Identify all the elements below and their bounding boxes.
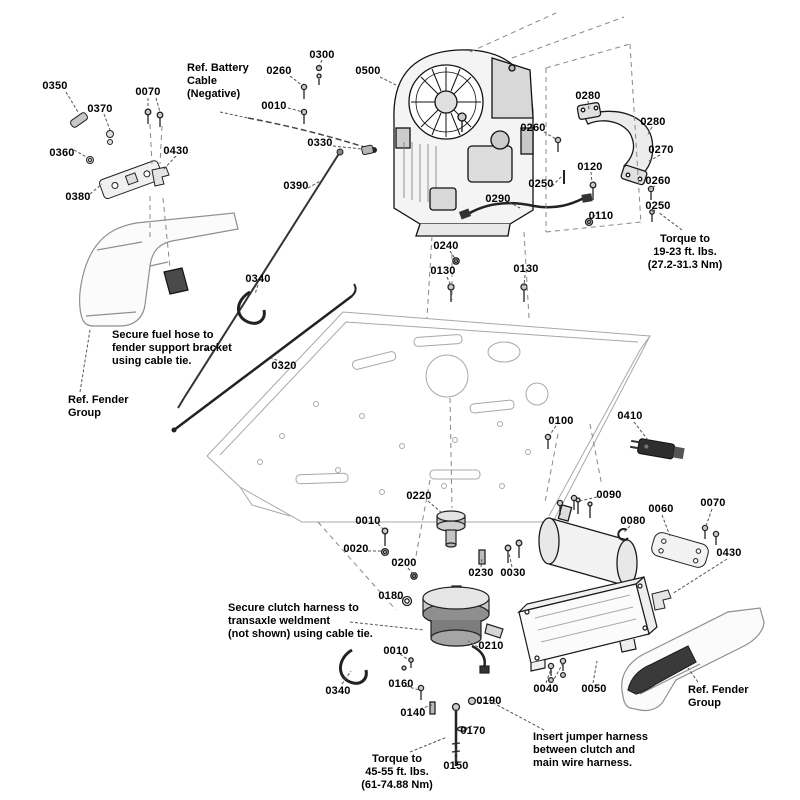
fender-right xyxy=(621,607,765,712)
frame-weldment xyxy=(206,311,651,523)
washers-0370 xyxy=(106,130,114,145)
cable-tie-upper xyxy=(237,290,266,325)
washer-0360 xyxy=(86,156,94,164)
battery-cable xyxy=(247,117,377,153)
pulley xyxy=(436,510,466,548)
ignition-module xyxy=(629,438,685,460)
exhaust-pipe xyxy=(576,102,654,186)
hardware xyxy=(144,64,720,766)
cable-tie-lower xyxy=(339,648,368,685)
jumper-harness xyxy=(458,193,593,220)
muffler-guard xyxy=(517,575,658,672)
fender-left xyxy=(79,212,239,327)
fender-bracket-right xyxy=(651,589,672,611)
support-rod xyxy=(171,283,357,433)
spacer-0350 xyxy=(70,112,88,128)
fuel-fitting xyxy=(361,144,374,156)
leader-lines xyxy=(65,59,728,760)
construction-lines xyxy=(149,12,642,611)
engine xyxy=(393,49,534,237)
fuel-hose xyxy=(177,148,344,409)
fender-bracket-left xyxy=(151,166,170,187)
heat-shield-plate xyxy=(651,532,709,568)
clutch-assembly xyxy=(422,585,504,674)
